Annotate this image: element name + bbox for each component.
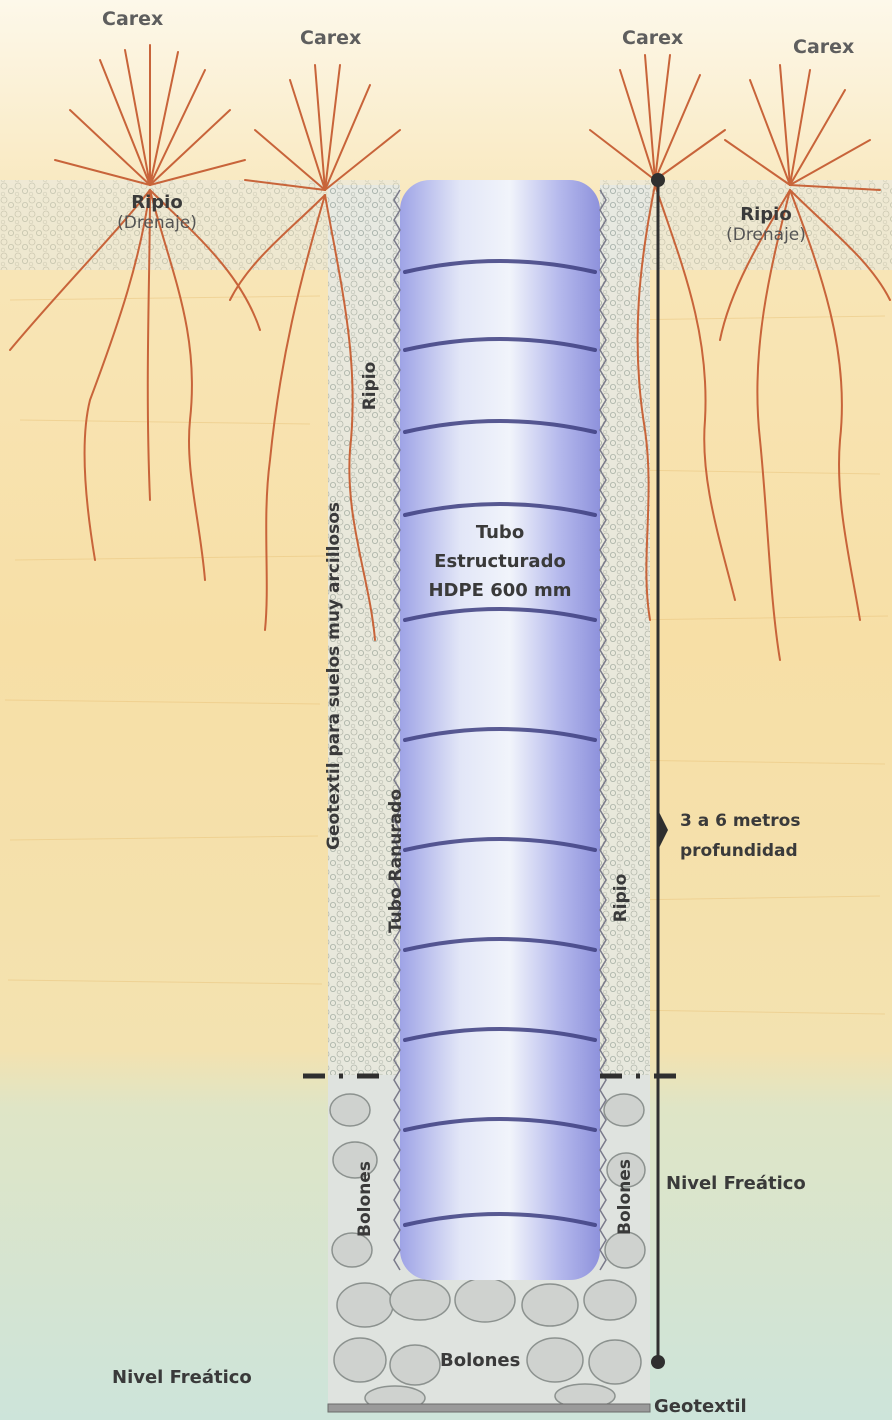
carex-label-4: Carex xyxy=(793,36,854,58)
ripio-left-column-label: Ripio xyxy=(360,351,382,421)
carex-label-3: Carex xyxy=(622,27,683,49)
geotextil-label: Geotextil para suelos muy arcillosos xyxy=(324,496,348,856)
pipe-label-line1: Tubo xyxy=(410,518,590,547)
nivel-freatico-bottom-label: Nivel Freático xyxy=(112,1367,252,1388)
ripio-right-title: Ripio xyxy=(740,204,791,225)
geotextil-bottom-label: Geotextil xyxy=(654,1396,747,1417)
bolones-bottom-label: Bolones xyxy=(440,1350,520,1371)
ripio-column-right xyxy=(600,185,650,1075)
bolones-left-label: Bolones xyxy=(355,1151,377,1247)
tubo-ranurado-label: Tubo Ranurado xyxy=(386,781,408,941)
depth-bottom-dot xyxy=(651,1355,665,1369)
geotextil-base xyxy=(328,1404,650,1412)
ripio-drenaje-right-label: Ripio (Drenaje) xyxy=(720,204,812,245)
bolones-right-label: Bolones xyxy=(615,1149,637,1245)
carex-label-2: Carex xyxy=(300,27,361,49)
ripio-drenaje-left-label: Ripio (Drenaje) xyxy=(112,192,202,233)
ripio-right-column-label: Ripio xyxy=(611,863,633,933)
depth-top-dot xyxy=(651,173,665,187)
pipe-label-line3: HDPE 600 mm xyxy=(410,576,590,605)
pipe-label: Tubo Estructurado HDPE 600 mm xyxy=(410,518,590,605)
pipe-label-line2: Estructurado xyxy=(410,547,590,576)
ripio-right-sub: (Drenaje) xyxy=(720,225,812,245)
depth-label-line1: 3 a 6 metros xyxy=(680,806,800,836)
ripio-left-sub: (Drenaje) xyxy=(112,213,202,233)
carex-label-1: Carex xyxy=(102,8,163,30)
depth-label: 3 a 6 metros profundidad xyxy=(680,806,800,866)
ripio-left-title: Ripio xyxy=(131,192,182,213)
nivel-freatico-right-label: Nivel Freático xyxy=(666,1173,806,1194)
depth-label-line2: profundidad xyxy=(680,836,800,866)
